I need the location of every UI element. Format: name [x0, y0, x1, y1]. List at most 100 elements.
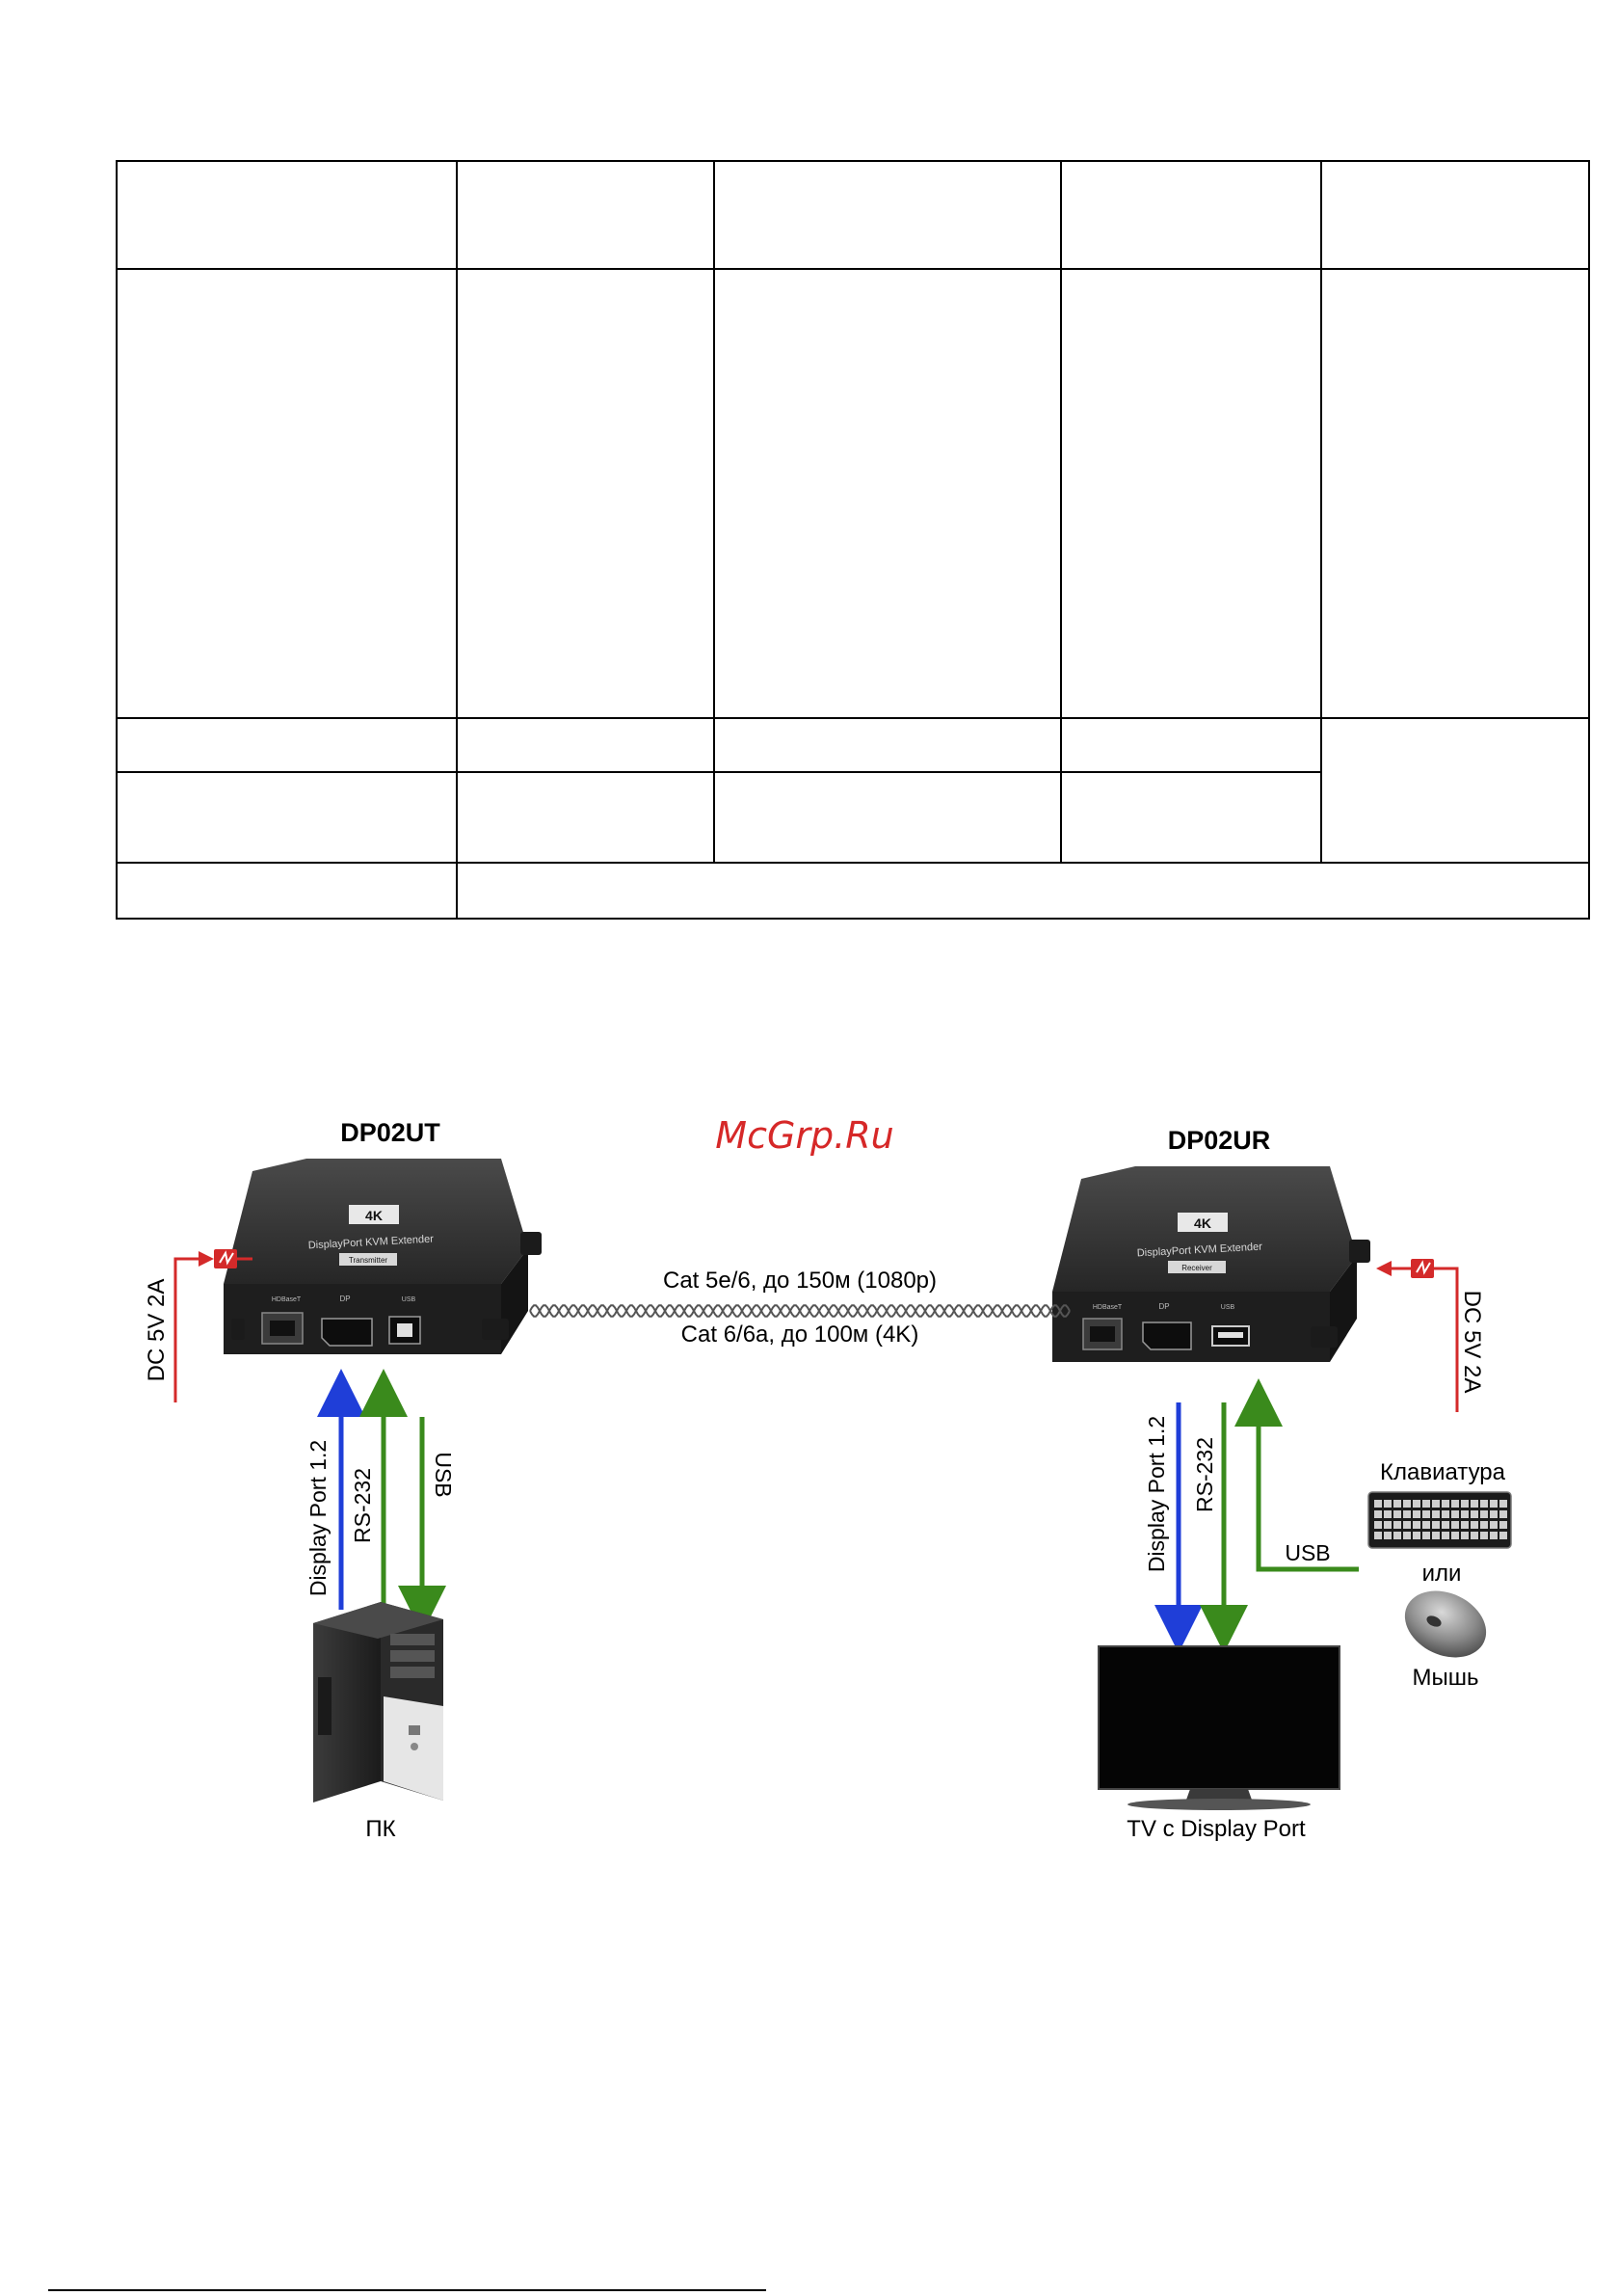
left-usb-label: USB: [431, 1452, 456, 1497]
keyboard-key: [1393, 1510, 1401, 1518]
displayport-port: [321, 1318, 373, 1347]
keyboard-key: [1432, 1521, 1440, 1529]
keyboard-key: [1403, 1532, 1411, 1539]
keyboard-key: [1403, 1521, 1411, 1529]
keyboard-key: [1432, 1510, 1440, 1518]
transmitter-device: 4K DisplayPort KVM Extender Transmitter …: [224, 1159, 542, 1354]
keyboard-key: [1461, 1500, 1469, 1508]
or-label: или: [1422, 1561, 1462, 1587]
cable-spec-line1: Cat 5e/6, до 150м (1080p): [663, 1268, 937, 1294]
table-cell: [456, 771, 715, 864]
keyboard-key: [1442, 1521, 1449, 1529]
keyboard-key: [1471, 1532, 1478, 1539]
receiver-role-label: Receiver: [1181, 1264, 1212, 1272]
table-cell: [1060, 717, 1322, 773]
keyboard-key: [1422, 1521, 1430, 1529]
table-cell: [1060, 771, 1322, 864]
table-cell: [116, 268, 458, 719]
keyboard-key: [1499, 1532, 1507, 1539]
keyboard-key: [1413, 1532, 1420, 1539]
table-cell: [456, 717, 715, 773]
badge-4k-text: 4K: [1194, 1215, 1211, 1231]
displayport-port: [1142, 1322, 1192, 1350]
keyboard-key: [1422, 1532, 1430, 1539]
keyboard-key: [1471, 1500, 1478, 1508]
mouse-label: Мышь: [1413, 1665, 1479, 1691]
pc-tower-icon: [313, 1602, 443, 1802]
table-cell: [1060, 268, 1322, 719]
keyboard-key: [1374, 1510, 1382, 1518]
transmitter-port-label: HDBaseT: [272, 1296, 302, 1303]
table-cell: [116, 771, 458, 864]
receiver-port-label: HDBaseT: [1093, 1304, 1123, 1311]
keyboard-key: [1471, 1521, 1478, 1529]
keyboard-key: [1374, 1521, 1382, 1529]
table-cell: [116, 862, 458, 920]
right-usb-label: USB: [1285, 1540, 1330, 1565]
right-signal-arrows: [1154, 1378, 1359, 1653]
connection-diagram: McGrp.Ru DP02UT DP02UR 4K DisplayPort KV…: [144, 1114, 1512, 1842]
keyboard-label: Клавиатура: [1380, 1459, 1506, 1485]
table-cell: [713, 160, 1062, 270]
power-left-label: DC 5V 2A: [144, 1279, 170, 1382]
receiver-port-label: USB: [1221, 1304, 1235, 1311]
table-cell: [1320, 268, 1590, 719]
table-cell: [713, 717, 1062, 773]
transmitter-model-label: DP02UT: [340, 1118, 440, 1147]
footnote-separator: [48, 2289, 766, 2291]
table-cell: [1060, 160, 1322, 270]
keyboard-key: [1461, 1532, 1469, 1539]
keyboard-key: [1490, 1500, 1498, 1508]
keyboard-key: [1451, 1532, 1459, 1539]
table-cell: [456, 160, 715, 270]
keyboard-key: [1442, 1500, 1449, 1508]
receiver-device: 4K DisplayPort KVM Extender Receiver HDB…: [1052, 1166, 1370, 1362]
badge-4k: [349, 1205, 399, 1224]
power-input-right: [1376, 1259, 1459, 1412]
table-cell: [116, 717, 458, 773]
keyboard-key: [1490, 1532, 1498, 1539]
keyboard-key: [1393, 1500, 1401, 1508]
table-cell: [713, 771, 1062, 864]
cable-spec-line2: Cat 6/6a, до 100м (4K): [681, 1322, 919, 1348]
badge-4k: [1178, 1213, 1228, 1232]
table-cell: [116, 160, 458, 270]
spec-table: [116, 160, 1590, 920]
table-row: [116, 771, 1589, 864]
keyboard-key: [1499, 1510, 1507, 1518]
right-rs232-label: RS-232: [1192, 1437, 1217, 1512]
keyboard-key: [1384, 1510, 1392, 1518]
receiver-port-label: DP: [1158, 1302, 1169, 1311]
right-dp-label: Display Port 1.2: [1144, 1416, 1169, 1572]
pc-label: ПК: [365, 1816, 395, 1842]
keyboard-key: [1499, 1521, 1507, 1529]
keyboard-key: [1422, 1500, 1430, 1508]
keyboard-key: [1422, 1510, 1430, 1518]
keyboard-key: [1480, 1500, 1488, 1508]
keyboard-key: [1442, 1510, 1449, 1518]
keyboard-key: [1461, 1521, 1469, 1529]
usb-arrow-right: [1234, 1378, 1359, 1572]
table-row: [116, 268, 1590, 719]
keyboard-key: [1374, 1500, 1382, 1508]
table-row: [116, 717, 1590, 864]
power-right-label: DC 5V 2A: [1459, 1291, 1485, 1394]
power-input-left: [173, 1249, 252, 1402]
table-cell: [713, 268, 1062, 719]
mouse-icon: [1404, 1590, 1487, 1658]
keyboard-key: [1499, 1500, 1507, 1508]
keyboard-key: [1432, 1500, 1440, 1508]
keyboard-key: [1384, 1532, 1392, 1539]
keyboard-key: [1480, 1532, 1488, 1539]
keyboard-key: [1490, 1510, 1498, 1518]
left-rs232-label: RS-232: [350, 1468, 375, 1543]
keyboard-key: [1451, 1510, 1459, 1518]
receiver-model-label: DP02UR: [1168, 1126, 1271, 1155]
keyboard-key: [1451, 1521, 1459, 1529]
table-row: [116, 160, 1590, 270]
transmitter-role-label: Transmitter: [349, 1256, 387, 1265]
table-cell: [456, 268, 715, 719]
table-cell: [456, 862, 1590, 920]
keyboard-icon: [1367, 1491, 1512, 1549]
keyboard-key: [1384, 1500, 1392, 1508]
